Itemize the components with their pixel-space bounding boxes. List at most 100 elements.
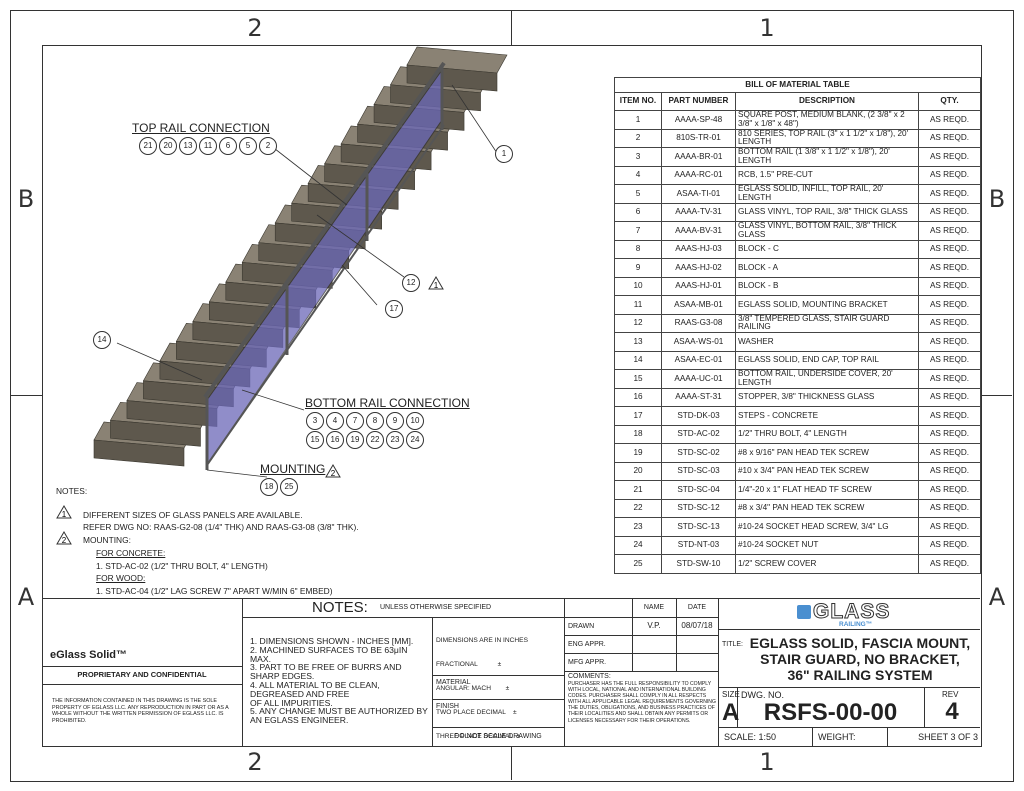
bom-description: 1/2" THRU BOLT, 4" LENGTH — [735, 424, 919, 444]
company-name: eGlass Solid™ — [50, 649, 128, 661]
bom-qty: AS REQD. — [917, 258, 982, 278]
tb-material: MATERIAL — [436, 679, 471, 686]
bom-part-number: AAAS-HJ-01 — [661, 276, 736, 296]
bom-qty: AS REQD. — [917, 461, 982, 481]
bom-item-no: 14 — [614, 350, 662, 370]
tb-title-label: TITLE: — [722, 641, 744, 648]
callout-balloon: 4 — [326, 412, 344, 430]
note-line-1: DIFFERENT SIZES OF GLASS PANELS ARE AVAI… — [83, 510, 303, 520]
note-flag-2-icon: 2 — [56, 531, 72, 545]
bom-part-number: STD-SC-02 — [661, 443, 736, 463]
tb-drawn-name: V.P. — [647, 621, 661, 630]
callout-balloon: 14 — [93, 331, 111, 349]
tb-notes-list: 1. DIMENSIONS SHOWN - INCHES [MM]. 2. MA… — [250, 637, 430, 725]
bom-part-number: AAAA-BV-31 — [661, 221, 736, 241]
mounting-label: MOUNTING — [260, 462, 326, 476]
zone-label-top-2: 2 — [247, 14, 263, 42]
bom-description: #8 x 9/16" PAN HEAD TEK SCREW — [735, 443, 919, 463]
tb-drawn-date: 08/07/18 — [681, 621, 713, 630]
bom-part-number: STD-SW-10 — [661, 554, 736, 574]
tb-date-head: DATE — [687, 604, 707, 611]
bom-item-no: 5 — [614, 184, 662, 204]
bom-description: BLOCK - B — [735, 276, 919, 296]
bom-description: #10-24 SOCKET NUT — [735, 535, 919, 555]
logo-subtext: RAILING™ — [839, 621, 873, 628]
tb-note-line: 5. ANY CHANGE MUST BE AUTHORIZED BY AN E… — [250, 706, 428, 726]
bom-item-no: 19 — [614, 443, 662, 463]
tb-note-line: 2. MACHINED SURFACES TO BE 63μIN MAX. — [250, 644, 408, 664]
tb-notes-title: NOTES: — [312, 599, 368, 616]
zone-label-left-a: A — [17, 583, 35, 611]
bom-part-number: AAAA-TV-31 — [661, 202, 736, 222]
top-rail-connection-label: TOP RAIL CONNECTION — [132, 121, 270, 135]
note-flag-1-icon: 1 — [56, 505, 72, 519]
tb-rev-label: REV — [942, 690, 959, 699]
mounting-flag-icon: 2 — [325, 464, 341, 478]
stair-riser — [93, 439, 185, 467]
bom-qty: AS REQD. — [917, 202, 982, 222]
bom-item-no: 20 — [614, 461, 662, 481]
bom-item-no: 7 — [614, 221, 662, 241]
bom-description: BLOCK - C — [735, 239, 919, 259]
callout-balloon: 1 — [495, 145, 513, 163]
bom-description: #8 x 3/4" PAN HEAD TEK SCREW — [735, 498, 919, 518]
callout-balloon: 21 — [139, 137, 157, 155]
callout-balloon: 6 — [219, 137, 237, 155]
note-wood: 1. STD-AC-04 (1/2" LAG SCREW 7" APART W/… — [96, 586, 333, 596]
eglass-logo: GLASS RAILING™ — [797, 600, 907, 629]
bom-item-no: 23 — [614, 517, 662, 537]
bom-part-number: STD-SC-12 — [661, 498, 736, 518]
note-line-3: MOUNTING: — [83, 535, 131, 545]
tb-note-line: 4. ALL MATERIAL TO BE CLEAN, DEGREASED A… — [250, 679, 380, 699]
tb-dwg-number: RSFS-00-00 — [763, 699, 898, 726]
callout-balloon: 18 — [260, 478, 278, 496]
bottom-rail-connection-label: BOTTOM RAIL CONNECTION — [305, 396, 470, 410]
tb-scale: SCALE: 1:50 — [724, 732, 777, 742]
bom-item-no: 16 — [614, 387, 662, 407]
bom-description: #10-24 SOCKET HEAD SCREW, 3/4" LG — [735, 517, 919, 537]
drawing-title: EGLASS SOLID, FASCIA MOUNT, STAIR GUARD,… — [742, 635, 978, 683]
callout-balloon: 15 — [306, 431, 324, 449]
bom-description: STOPPER, 3/8" THICKNESS GLASS — [735, 387, 919, 407]
logo-mark-icon — [797, 605, 811, 619]
bom-qty: AS REQD. — [917, 313, 982, 333]
zone-label-left-b: B — [17, 185, 35, 213]
logo-text: GLASS — [812, 600, 891, 624]
tb-name-head: NAME — [643, 604, 665, 611]
callout-balloon: 23 — [386, 431, 404, 449]
bom-description: #10 x 3/4" PAN HEAD TEK SCREW — [735, 461, 919, 481]
bom-description: EGLASS SOLID, INFILL, TOP RAIL, 20' LENG… — [735, 184, 919, 204]
bom-header-qty: QTY. — [917, 92, 982, 111]
bom-part-number: STD-SC-04 — [661, 480, 736, 500]
callout-balloon: 8 — [366, 412, 384, 430]
note-concrete: 1. STD-AC-02 (1/2" THRU BOLT, 4" LENGTH) — [96, 561, 268, 571]
tb-size: A — [722, 699, 740, 726]
tb-dwg-label: DWG. NO. — [741, 690, 784, 700]
callout-balloon: 20 — [159, 137, 177, 155]
bom-description: GLASS VINYL, BOTTOM RAIL, 3/8" THICK GLA… — [735, 221, 919, 241]
bom-item-no: 9 — [614, 258, 662, 278]
tb-drawn: DRAWN — [568, 623, 595, 630]
bom-item-no: 25 — [614, 554, 662, 574]
tb-note-line: OF ALL IMPURITIES. — [250, 697, 333, 708]
zone-label-top-1: 1 — [759, 14, 775, 42]
zone-divider-bottom — [511, 746, 512, 780]
bom-qty: AS REQD. — [917, 276, 982, 296]
bom-item-no: 22 — [614, 498, 662, 518]
svg-text:2: 2 — [62, 536, 67, 545]
bom-qty: AS REQD. — [917, 184, 982, 204]
bom-description: EGLASS SOLID, MOUNTING BRACKET — [735, 295, 919, 315]
